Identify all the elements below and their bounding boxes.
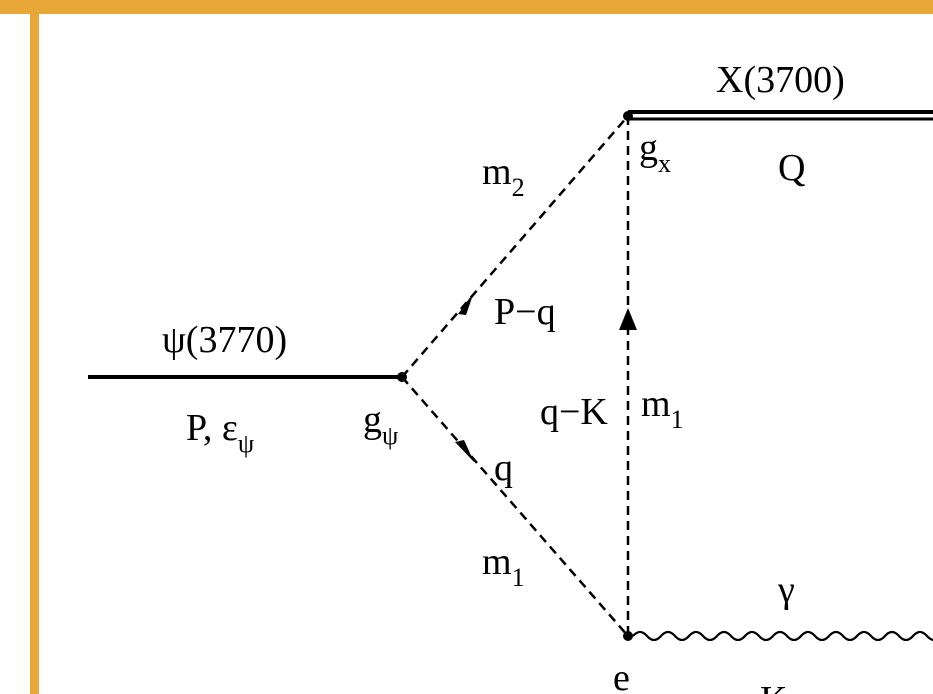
label-mass-vertical: m1 xyxy=(641,383,684,434)
label-momentum-lower: q xyxy=(494,447,513,489)
label-momentum-vertical: q−K xyxy=(540,391,608,433)
arrow-upper-icon xyxy=(458,292,474,315)
label-x-momentum: Q xyxy=(778,147,805,189)
label-x-particle: X(3700) xyxy=(716,59,845,101)
label-mass-lower: m1 xyxy=(482,541,525,592)
propagator-upper xyxy=(401,115,629,378)
frame-top-border xyxy=(0,0,933,14)
photon-line xyxy=(632,630,933,642)
label-coupling-psi: gψ xyxy=(363,399,398,450)
label-momentum-upper: P−q xyxy=(494,291,556,333)
vertex-psi xyxy=(397,372,407,382)
vertex-e xyxy=(623,631,633,641)
label-charge-vertex: e xyxy=(613,657,630,694)
arrow-vertical-icon xyxy=(619,308,637,330)
frame-left-border xyxy=(30,14,39,694)
propagator-lower xyxy=(401,376,629,637)
label-coupling-x: gx xyxy=(639,127,671,178)
label-psi-momentum: P, εψ xyxy=(186,407,254,458)
vertex-x xyxy=(623,111,633,121)
label-mass-upper: m2 xyxy=(482,151,525,202)
label-photon: γ xyxy=(777,569,795,611)
label-photon-momentum: K, ε xyxy=(760,679,822,694)
label-psi-particle: ψ(3770) xyxy=(162,319,287,361)
arrow-lower-icon xyxy=(455,440,474,462)
